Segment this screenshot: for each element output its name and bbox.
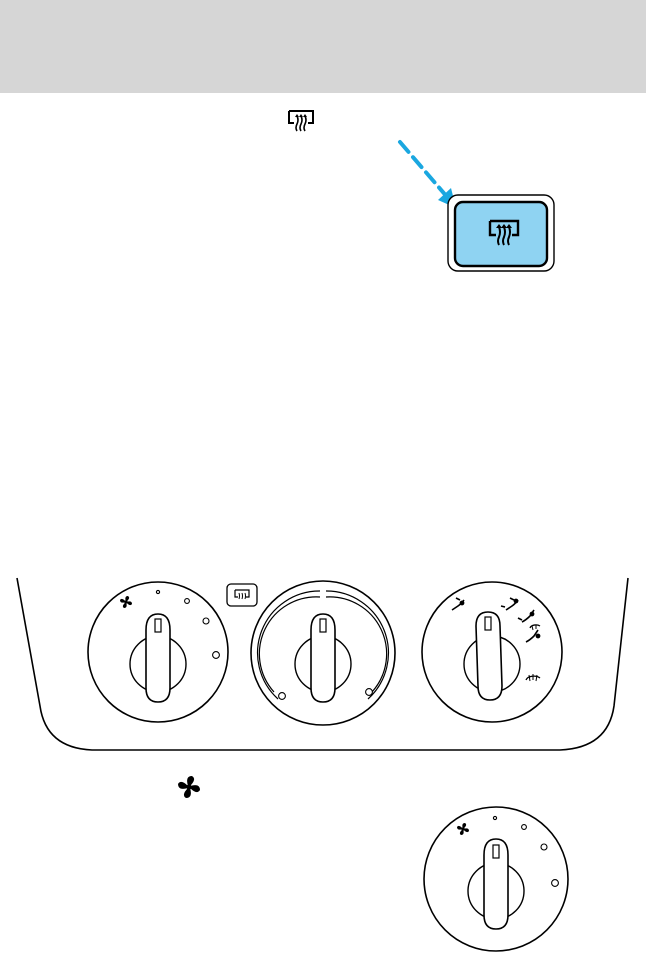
page-header-band <box>0 0 646 93</box>
rear-defrost-button[interactable] <box>446 193 556 273</box>
fan-speed-knob[interactable] <box>84 578 232 726</box>
temperature-knob[interactable] <box>248 578 398 728</box>
fan-speed-knob-detail[interactable] <box>420 803 572 955</box>
fan-icon <box>176 774 202 800</box>
mode-knob[interactable] <box>418 578 566 726</box>
rear-defrost-icon <box>286 108 316 132</box>
